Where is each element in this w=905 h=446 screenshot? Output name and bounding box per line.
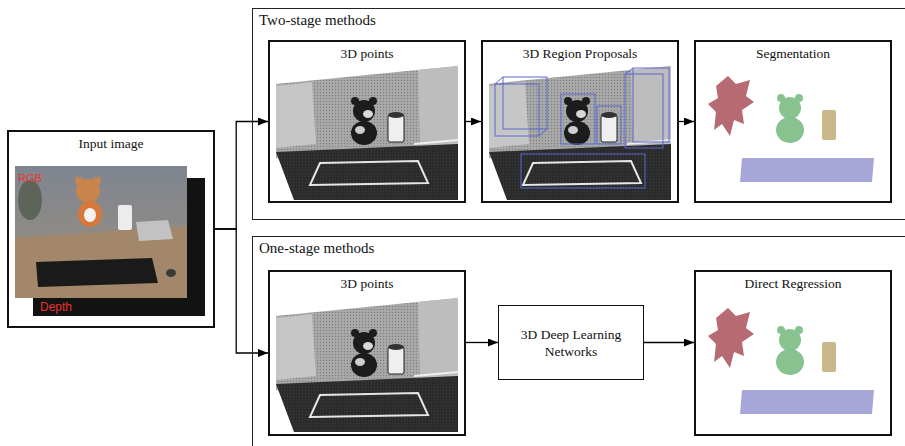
box-title: 3D points	[270, 45, 464, 63]
stage-box: 3D points	[268, 40, 466, 203]
flow-arrow	[644, 342, 694, 343]
panel-heading: Two-stage methods	[253, 9, 382, 31]
regression-result	[708, 308, 874, 414]
box-title: Segmentation	[696, 45, 890, 63]
stage-box: 3D Region Proposals	[481, 40, 679, 203]
box-title: 3D points	[270, 275, 464, 293]
process-box: 3D Deep Learning Networks	[498, 305, 644, 380]
point-cloud	[276, 66, 458, 200]
flow-arrow	[215, 122, 268, 230]
method-panel: One-stage methods 3D points 3D Deep Learni…	[252, 236, 905, 446]
box-title: 3D Region Proposals	[483, 45, 677, 63]
flow-arrow	[466, 121, 481, 122]
flow-arrow	[679, 121, 694, 122]
input-box: Input image	[7, 130, 215, 328]
stage-box: Segmentation	[694, 40, 892, 203]
point-cloud	[276, 298, 458, 432]
box-title: 3D Deep Learning Networks	[507, 326, 635, 360]
box-title: Direct Regression	[696, 275, 890, 293]
channel-label: RGB	[18, 172, 42, 184]
panel-heading: One-stage methods	[253, 237, 380, 259]
flow-arrow	[466, 342, 498, 343]
stage-box: 3D points	[268, 270, 466, 436]
proposal-boxes	[495, 68, 669, 188]
point-cloud	[489, 66, 671, 200]
stage-box: Direct Regression	[694, 270, 892, 436]
box-title: Input image	[9, 135, 213, 153]
input-photo	[15, 166, 205, 316]
channel-label: Depth	[40, 300, 72, 314]
method-panel: Two-stage methods 3D points 3D Region Prop…	[252, 8, 905, 220]
segmentation-result	[708, 76, 874, 182]
